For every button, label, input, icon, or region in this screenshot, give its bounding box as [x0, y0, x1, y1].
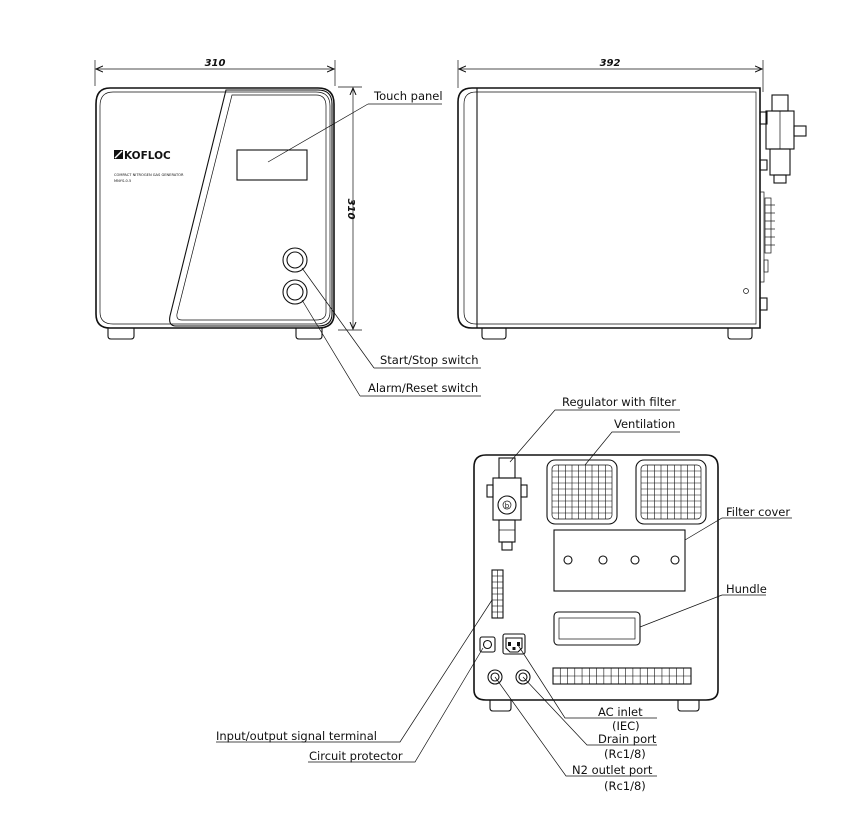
kofloc-logo: KOFLOC — [114, 150, 171, 162]
touch-panel-label: Touch panel — [373, 89, 443, 103]
front-width-value: 310 — [205, 58, 226, 69]
regulator-label: Regulator with filter — [562, 395, 676, 409]
svg-text:b: b — [505, 502, 510, 510]
side-foot-right — [727, 328, 753, 340]
rear-body — [473, 454, 719, 701]
rear-view: b — [216, 395, 792, 793]
alarm-reset-label: Alarm/Reset switch — [368, 381, 478, 395]
touch-panel-screen — [236, 149, 308, 181]
ventilation-label: Ventilation — [614, 417, 675, 431]
side-regulator — [765, 94, 807, 184]
product-model: MNYS-0.5 — [114, 179, 131, 183]
ac-inlet — [502, 633, 526, 655]
front-width-dimension: 310 — [94, 58, 336, 86]
side-depth-dimension: 392 — [457, 58, 764, 92]
side-depth-value: 392 — [600, 58, 621, 69]
ac-inlet-label: AC inlet — [598, 705, 643, 719]
front-panel — [169, 89, 333, 327]
side-body — [457, 87, 761, 329]
hundle-label: Hundle — [726, 582, 767, 596]
drain-port-sub: (Rc1/8) — [604, 747, 646, 761]
drain-port — [515, 669, 531, 685]
front-height-value: 310 — [345, 199, 356, 220]
front-body — [95, 87, 335, 329]
product-name: COMPACT NITROGEN GAS GENERATOR — [114, 173, 184, 177]
filter-cover — [553, 529, 686, 592]
drain-port-label: Drain port — [598, 732, 657, 746]
ventilation-grille-left — [546, 459, 618, 525]
rear-foot-right — [677, 700, 700, 712]
handle — [553, 611, 641, 646]
front-foot-left — [107, 328, 135, 340]
filter-cover-label: Filter cover — [726, 505, 790, 519]
logo-text: KOFLOC — [124, 150, 171, 162]
front-height-dimension: 310 — [338, 86, 362, 331]
circuit-protector-label: Circuit protector — [309, 749, 403, 763]
front-foot-right — [295, 328, 323, 340]
io-signal-terminal — [491, 569, 504, 619]
bottom-vent — [552, 667, 692, 685]
side-fins — [763, 197, 775, 273]
ventilation-grille-right — [635, 459, 707, 525]
n2-outlet-sub: (Rc1/8) — [604, 779, 646, 793]
side-foot-left — [481, 328, 507, 340]
io-terminal-label: Input/output signal terminal — [216, 729, 377, 743]
n2-outlet-port — [487, 669, 503, 685]
rear-foot-left — [489, 700, 512, 712]
ac-inlet-sub: (IEC) — [612, 719, 640, 733]
start-stop-switch — [282, 247, 308, 273]
circuit-protector — [479, 636, 496, 653]
alarm-reset-switch — [282, 279, 308, 305]
regulator-with-filter: b — [486, 457, 528, 551]
front-view: 310 310 KOFLOC COMPACT NITROGEN GAS GENE… — [94, 58, 481, 397]
n2-outlet-label: N2 outlet port — [572, 763, 653, 777]
start-stop-label: Start/Stop switch — [380, 353, 478, 367]
side-view: 392 — [457, 58, 807, 340]
